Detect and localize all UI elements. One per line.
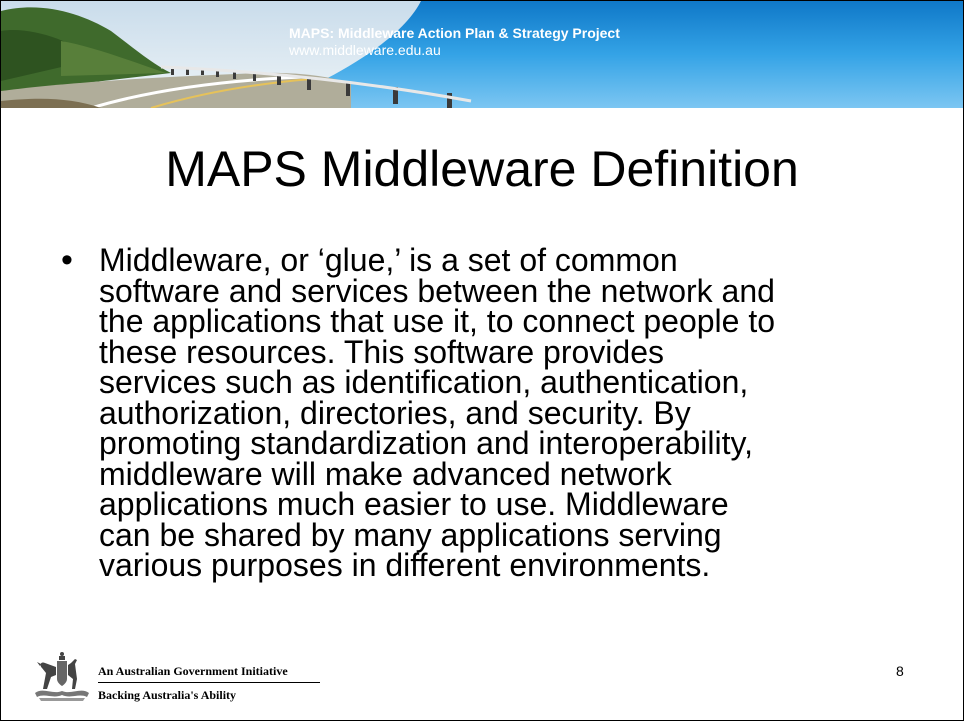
bullet-marker: • (61, 241, 73, 279)
bullet-line: various purposes in different environmen… (99, 547, 711, 583)
banner-title: MAPS: Middleware Action Plan & Strategy … (289, 25, 620, 41)
slide-title: MAPS Middleware Definition (165, 141, 799, 197)
bullet-line: applications much easier to use. Middlew… (99, 486, 729, 522)
bullet-line: services such as identification, authent… (99, 364, 749, 400)
banner-url[interactable]: www.middleware.edu.au (289, 42, 441, 58)
coat-of-arms-icon (35, 652, 89, 701)
bullet-line: the applications that use it, to connect… (99, 303, 776, 339)
bullet-text: Middleware, or ‘glue,’ is a set of commo… (99, 242, 929, 583)
bullet-line: authorization, directories, and security… (99, 394, 691, 431)
bullet-line: these resources. This software provides (99, 333, 664, 370)
bullet-line: software and services between the networ… (99, 272, 775, 309)
bullet-line: middleware will make advanced network (99, 455, 672, 492)
road-landscape-image (1, 1, 963, 108)
page-number: 8 (896, 663, 904, 679)
footer-initiative-text: An Australian Government Initiative (98, 664, 288, 678)
footer-divider (98, 682, 320, 683)
bullet-line: can be shared by many applications servi… (99, 516, 722, 553)
header-banner: MAPS: Middleware Action Plan & Strategy … (1, 1, 963, 108)
bullet-line: promoting standardization and interopera… (99, 425, 754, 461)
footer-tagline-text: Backing Australia's Ability (98, 688, 237, 702)
bullet-line: Middleware, or ‘glue,’ is a set of commo… (99, 242, 678, 278)
